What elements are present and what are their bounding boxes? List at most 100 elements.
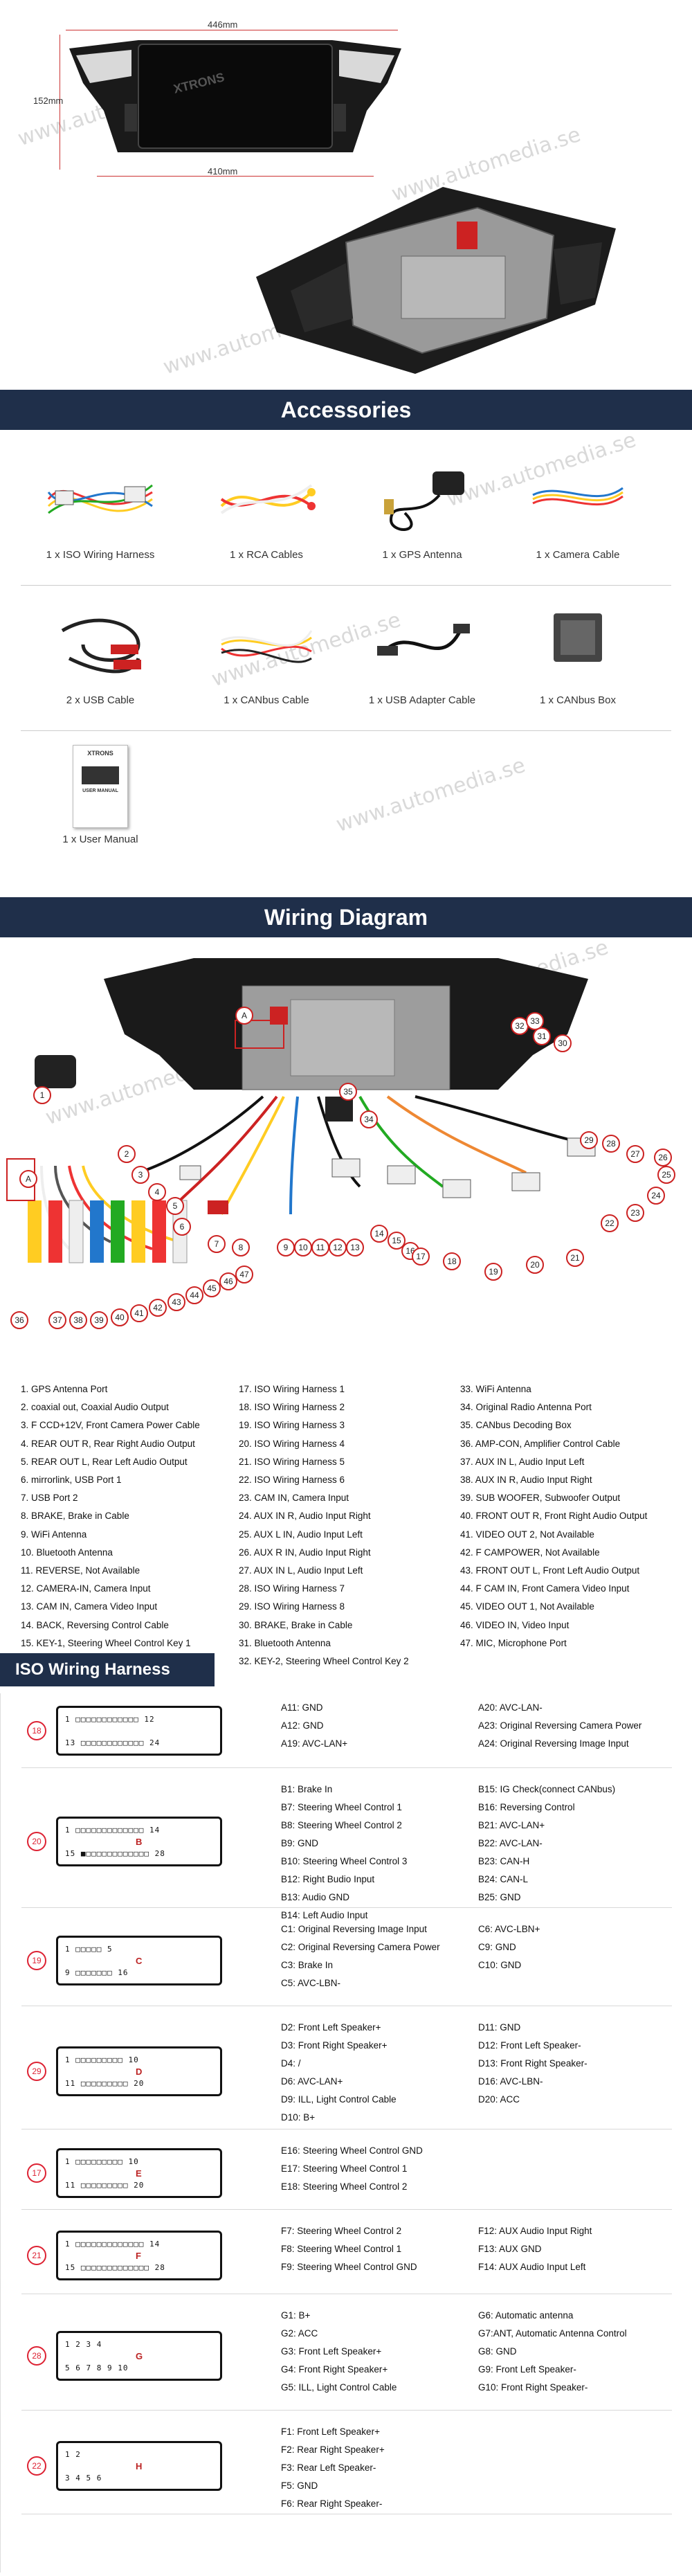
- accessory-label: 1 x User Manual: [62, 834, 138, 845]
- legend-item: 21. ISO Wiring Harness 5: [239, 1456, 345, 1467]
- usb-adapter-image: [377, 624, 470, 656]
- pin-definition: D4: /: [281, 2058, 301, 2069]
- iso-harness-title: ISO Wiring Harness: [0, 1653, 215, 1686]
- callout-number: 21: [566, 1249, 584, 1267]
- pin-definition: B13: Audio GND: [281, 1892, 350, 1902]
- pin-list-left: F1: Front Left Speaker+ F2: Rear Right Sp…: [281, 2423, 385, 2513]
- legend-item: 30. BRAKE, Brake in Cable: [239, 1619, 353, 1630]
- legend-item: 46. VIDEO IN, Video Input: [460, 1619, 570, 1630]
- legend-item: 19. ISO Wiring Harness 3: [239, 1420, 345, 1431]
- legend-item: 26. AUX R IN, Audio Input Right: [239, 1547, 371, 1558]
- pin-definition: F2: Rear Right Speaker+: [281, 2444, 385, 2455]
- pin-definition: F5: GND: [281, 2480, 318, 2491]
- callout-number: 10: [294, 1239, 312, 1257]
- pin-list-left: A11: GND A12: GND A19: AVC-LAN+: [281, 1699, 347, 1753]
- pin-definition: B14: Left Audio Input: [281, 1910, 368, 1920]
- legend-col-3: 33. WiFi Antenna 34. Original Radio Anten…: [460, 1380, 689, 1652]
- harness-number: 17: [27, 2163, 46, 2183]
- connector-pins-top: 1 □□□□□□□□□ 10: [65, 2157, 139, 2166]
- manual-title: USER MANUAL: [82, 789, 118, 793]
- connector-letter: D: [136, 2066, 143, 2077]
- pin-definition: A19: AVC-LAN+: [281, 1738, 348, 1749]
- dimension-height-side: 152mm: [33, 96, 64, 106]
- pin-definition: E18: Steering Wheel Control 2: [281, 2181, 408, 2192]
- legend-item: 12. CAMERA-IN, Camera Input: [21, 1583, 151, 1594]
- pin-definition: C10: GND: [478, 1960, 522, 1970]
- pin-definition: G7:ANT, Automatic Antenna Control: [478, 2328, 627, 2339]
- pin-definition: G10: Front Right Speaker-: [478, 2382, 588, 2393]
- callout-number: 30: [554, 1034, 572, 1052]
- legend-item: 22. ISO Wiring Harness 6: [239, 1475, 345, 1486]
- harness-number: 21: [27, 2246, 46, 2265]
- legend-item: 33. WiFi Antenna: [460, 1384, 531, 1394]
- pin-definition: G6: Automatic antenna: [478, 2310, 574, 2321]
- harness-number: 19: [27, 1951, 46, 1970]
- callout-number: 46: [219, 1272, 237, 1290]
- pin-list-right: A20: AVC-LAN-A23: Original Reversing Cam…: [478, 1699, 641, 1753]
- pin-definition: B23: CAN-H: [478, 1856, 530, 1866]
- callout-number: 20: [526, 1256, 544, 1274]
- pin-definition: F14: AUX Audio Input Left: [478, 2262, 586, 2272]
- dimension-width-bottom: 410mm: [208, 166, 238, 177]
- callout-number: 44: [185, 1286, 203, 1304]
- pin-definition: F1: Front Left Speaker+: [281, 2426, 380, 2437]
- pin-definition: C5: AVC-LBN-: [281, 1978, 341, 1988]
- callout-number: 25: [657, 1166, 675, 1184]
- callout-number: 23: [626, 1204, 644, 1222]
- callout-number: 36: [10, 1311, 28, 1329]
- connector-letter: G: [136, 2351, 143, 2361]
- legend-item: 9. WiFi Antenna: [21, 1529, 87, 1540]
- legend-item: 39. SUB WOOFER, Subwoofer Output: [460, 1493, 621, 1504]
- pin-list-left: D2: Front Left Speaker+D3: Front Right S…: [281, 2019, 397, 2127]
- harness-number: 22: [27, 2456, 46, 2476]
- pin-definition: D6: AVC-LAN+: [281, 2076, 343, 2087]
- legend-item: 6. mirrorlink, USB Port 1: [21, 1475, 122, 1486]
- callout-number: 11: [311, 1239, 329, 1257]
- legend-item: 34. Original Radio Antenna Port: [460, 1402, 592, 1413]
- legend-item: 1. GPS Antenna Port: [21, 1384, 108, 1394]
- callout-number: 1: [33, 1086, 51, 1104]
- pin-definition: G5: ILL, Light Control Cable: [281, 2382, 397, 2393]
- pin-definition: F3: Rear Left Speaker-: [281, 2462, 376, 2473]
- connector-pins-top: 1 2 3 4: [65, 2340, 102, 2349]
- pin-definition: A12: GND: [281, 1720, 324, 1731]
- pin-definition: F12: AUX Audio Input Right: [478, 2226, 592, 2236]
- callout-number: 33: [526, 1012, 544, 1030]
- pin-definition: B22: AVC-LAN-: [478, 1838, 543, 1848]
- callout-number: 6: [173, 1218, 191, 1236]
- connector-pins-bottom: 3 4 5 6: [65, 2474, 102, 2483]
- accessory-canbus-box: 1 x CANbus Box: [495, 603, 661, 706]
- callout-number: 45: [203, 1279, 221, 1297]
- callout-number: 42: [149, 1299, 167, 1317]
- accessory-camera-cable: 1 x Camera Cable: [495, 458, 661, 561]
- pin-definition: G8: GND: [478, 2346, 517, 2357]
- legend-item: 15. KEY-1, Steering Wheel Control Key 1: [21, 1637, 191, 1648]
- legend-item: 41. VIDEO OUT 2, Not Available: [460, 1529, 594, 1540]
- legend-item: 28. ISO Wiring Harness 7: [239, 1583, 345, 1594]
- watermark-text: www.automedia.se: [333, 753, 529, 838]
- connector-pins-top: 1 □□□□□ 5: [65, 1945, 113, 1954]
- user-manual-image: XTRONS USER MANUAL: [73, 745, 128, 828]
- camera-cable-image: [532, 487, 623, 506]
- callout-letter-a: A: [235, 1007, 253, 1025]
- pin-definition: C2: Original Reversing Camera Power: [281, 1942, 440, 1952]
- accessories-section: www.automedia.se www.automedia.se www.au…: [0, 428, 692, 880]
- pin-definition: E17: Steering Wheel Control 1: [281, 2163, 408, 2174]
- product-section: www.automedia.se www.automedia.se www.au…: [0, 0, 692, 388]
- accessory-label: 2 x USB Cable: [66, 694, 135, 706]
- pin-definition: D11: GND: [478, 2022, 521, 2033]
- pin-definition: A11: GND: [281, 1702, 323, 1713]
- callout-number: 41: [130, 1304, 148, 1322]
- pin-definition: G9: Front Left Speaker-: [478, 2364, 576, 2375]
- pin-definition: C1: Original Reversing Image Input: [281, 1924, 427, 1934]
